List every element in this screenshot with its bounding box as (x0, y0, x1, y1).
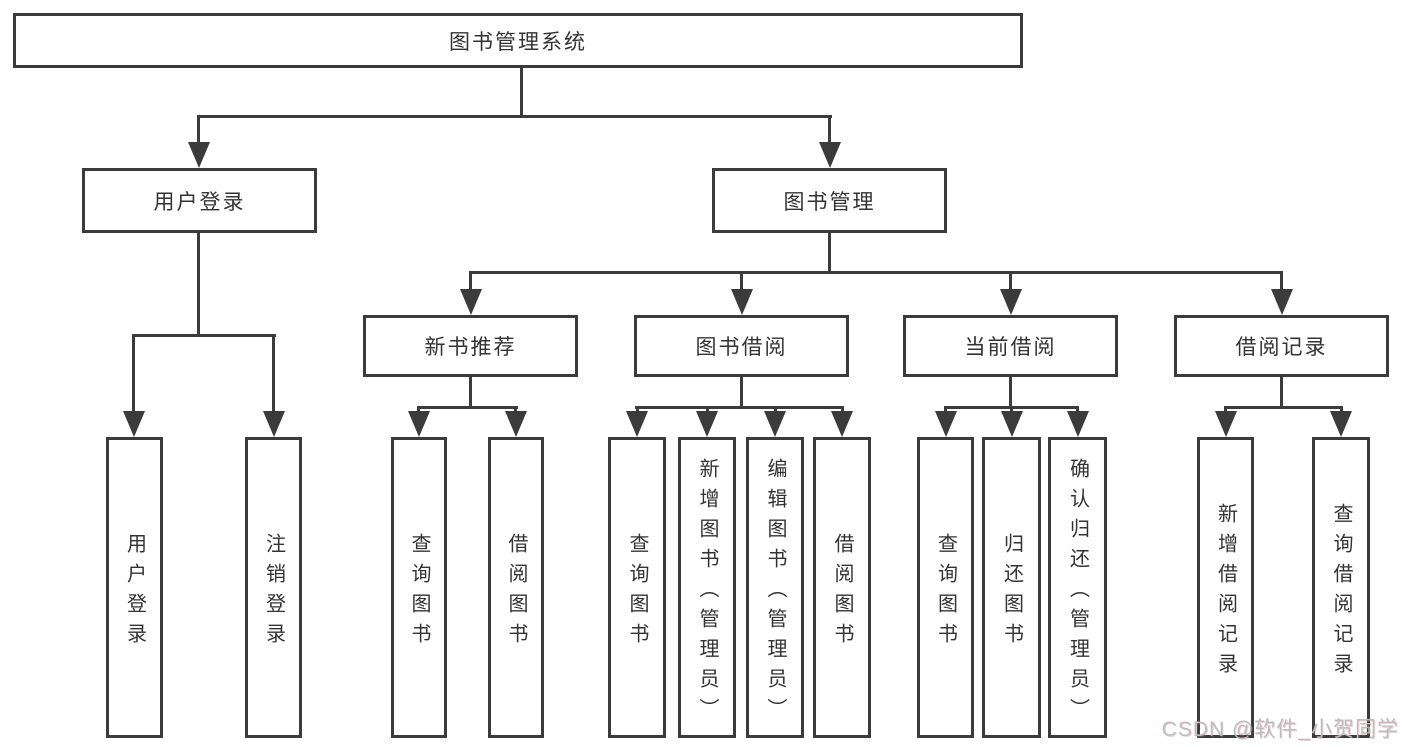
connector-line (197, 115, 832, 118)
arrow-down-icon (1271, 289, 1293, 315)
connector-line (272, 334, 275, 414)
node-borrow-records: 借阅记录 (1174, 315, 1389, 377)
connector-line (828, 231, 831, 273)
connector-line (1010, 406, 1013, 415)
connector-line (635, 406, 843, 409)
connector-line (132, 334, 276, 337)
connector-line (706, 406, 709, 415)
connector-line (469, 271, 472, 291)
connector-line (1224, 406, 1227, 415)
leaf-query-books-current: 查询图书 (917, 437, 974, 738)
leaf-query-books-borrowing: 查询图书 (608, 437, 666, 738)
connector-line (1340, 406, 1343, 415)
connector-line (1280, 271, 1283, 291)
connector-line (132, 334, 135, 414)
node-library-system: 图书管理系统 (13, 13, 1023, 68)
node-user-login: 用户登录 (82, 168, 317, 233)
connector-line (197, 115, 200, 146)
connector-line (417, 406, 518, 409)
arrow-down-icon (831, 411, 853, 437)
leaf-edit-book-admin: 编辑图书（管理员） (746, 437, 804, 738)
connector-line (197, 231, 200, 337)
connector-line (828, 115, 831, 146)
leaf-borrow-books-borrowing: 借阅图书 (813, 437, 871, 738)
leaf-add-borrow-record: 新增借阅记录 (1197, 437, 1254, 738)
arrow-down-icon (935, 411, 957, 437)
connector-line (469, 271, 1283, 274)
node-book-management: 图书管理 (712, 168, 947, 233)
connector-line (520, 68, 523, 116)
arrow-down-icon (188, 142, 210, 168)
csdn-watermark: CSDN @软件_小贺同学 (1161, 718, 1399, 741)
arrow-down-icon (696, 411, 718, 437)
connector-line (740, 271, 743, 291)
arrow-down-icon (819, 142, 841, 168)
connector-line (944, 406, 947, 415)
connector-line (1009, 375, 1012, 408)
arrow-down-icon (408, 411, 430, 437)
arrow-down-icon (1001, 411, 1023, 437)
leaf-return-book: 归还图书 (982, 437, 1041, 738)
leaf-confirm-return-admin: 确认归还（管理员） (1048, 437, 1107, 738)
arrow-down-icon (123, 411, 145, 437)
connector-line (740, 375, 743, 408)
connector-line (636, 406, 639, 415)
node-book-borrowing: 图书借阅 (634, 315, 849, 377)
leaf-borrow-books-recommend: 借阅图书 (488, 437, 544, 738)
leaf-add-book-admin: 新增图书（管理员） (678, 437, 736, 738)
arrow-down-icon (731, 289, 753, 315)
arrow-down-icon (263, 411, 285, 437)
arrow-down-icon (1215, 411, 1237, 437)
arrow-down-icon (1000, 289, 1022, 315)
connector-line (1076, 406, 1079, 415)
connector-line (1224, 406, 1341, 409)
arrow-down-icon (505, 411, 527, 437)
connector-line (514, 406, 517, 415)
connector-line (774, 406, 777, 415)
connector-line (841, 406, 844, 415)
leaf-logout: 注销登录 (245, 437, 302, 738)
arrow-down-icon (1330, 411, 1352, 437)
arrow-down-icon (626, 411, 648, 437)
leaf-user-login: 用户登录 (106, 437, 163, 738)
arrow-down-icon (1067, 411, 1089, 437)
arrow-down-icon (460, 289, 482, 315)
node-new-book-recommend: 新书推荐 (363, 315, 578, 377)
leaf-query-books-recommend: 查询图书 (391, 437, 447, 738)
leaf-query-borrow-record: 查询借阅记录 (1312, 437, 1370, 738)
node-current-borrowing: 当前借阅 (903, 315, 1118, 377)
connector-line (417, 406, 420, 415)
connector-line (1280, 375, 1283, 408)
connector-line (1009, 271, 1012, 291)
arrow-down-icon (764, 411, 786, 437)
connector-line (469, 375, 472, 408)
